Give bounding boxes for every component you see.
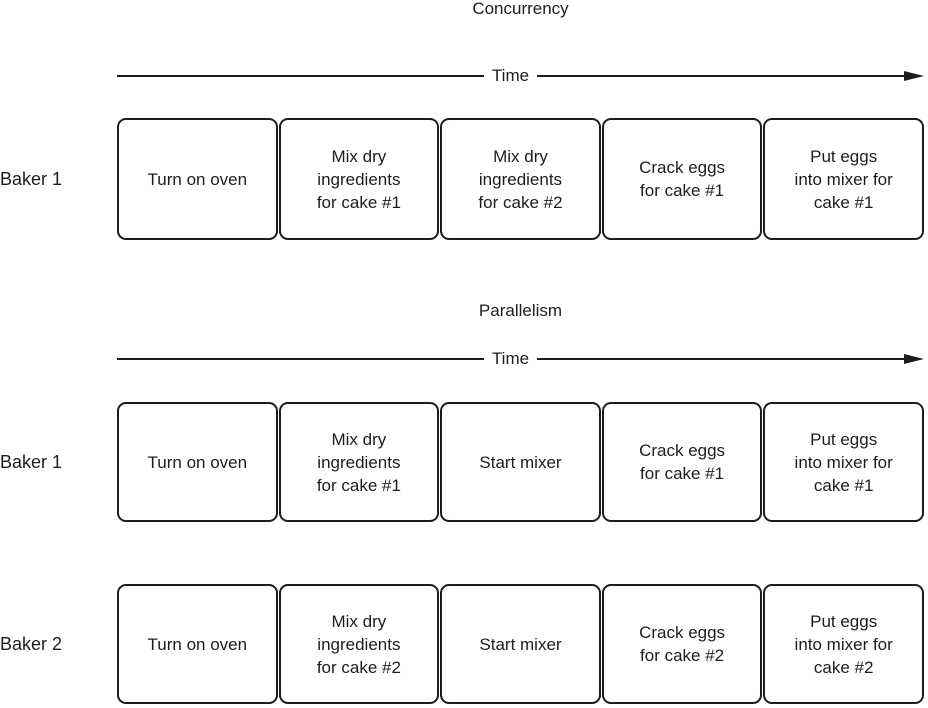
task-box-turn-on-oven: Turn on oven	[117, 402, 278, 522]
row-label-concurrency-baker1: Baker 1	[0, 168, 63, 189]
time-arrow-parallelism: Time	[117, 350, 924, 368]
arrow-line-right	[537, 358, 904, 360]
time-axis-label: Time	[491, 66, 530, 85]
time-axis-label: Time	[491, 349, 530, 368]
task-box-turn-on-oven: Turn on oven	[117, 118, 278, 240]
task-box-mix-dry-cake1: Mix dry ingredients for cake #1	[278, 402, 440, 522]
task-box-mix-dry-cake2: Mix dry ingredients for cake #2	[278, 584, 440, 704]
section-title-parallelism: Parallelism	[478, 301, 563, 320]
row-label-parallelism-baker1: Baker 1	[0, 451, 63, 472]
task-box-mix-dry-cake1: Mix dry ingredients for cake #1	[278, 118, 440, 240]
task-row-concurrency-baker1: Turn on oven Mix dry ingredients for cak…	[117, 118, 924, 240]
task-box-turn-on-oven: Turn on oven	[117, 584, 278, 704]
task-box-mix-dry-cake2: Mix dry ingredients for cake #2	[440, 118, 601, 240]
task-box-crack-eggs-cake1: Crack eggs for cake #1	[601, 402, 763, 522]
arrow-head-icon	[904, 354, 924, 364]
arrow-line-left	[117, 358, 484, 360]
row-label-parallelism-baker2: Baker 2	[0, 633, 63, 654]
arrow-line-left	[117, 75, 484, 77]
task-box-put-eggs-cake2: Put eggs into mixer for cake #2	[763, 584, 924, 704]
task-box-put-eggs-cake1: Put eggs into mixer for cake #1	[763, 402, 924, 522]
arrow-head-icon	[904, 71, 924, 81]
arrow-line-right	[537, 75, 904, 77]
task-box-crack-eggs-cake1: Crack eggs for cake #1	[601, 118, 763, 240]
task-box-start-mixer: Start mixer	[440, 402, 601, 522]
task-box-start-mixer: Start mixer	[440, 584, 601, 704]
time-arrow-concurrency: Time	[117, 67, 924, 85]
section-title-concurrency: Concurrency	[472, 0, 569, 18]
task-box-crack-eggs-cake2: Crack eggs for cake #2	[601, 584, 763, 704]
task-row-parallelism-baker1: Turn on oven Mix dry ingredients for cak…	[117, 402, 924, 522]
task-box-put-eggs-cake1: Put eggs into mixer for cake #1	[763, 118, 924, 240]
task-row-parallelism-baker2: Turn on oven Mix dry ingredients for cak…	[117, 584, 924, 704]
